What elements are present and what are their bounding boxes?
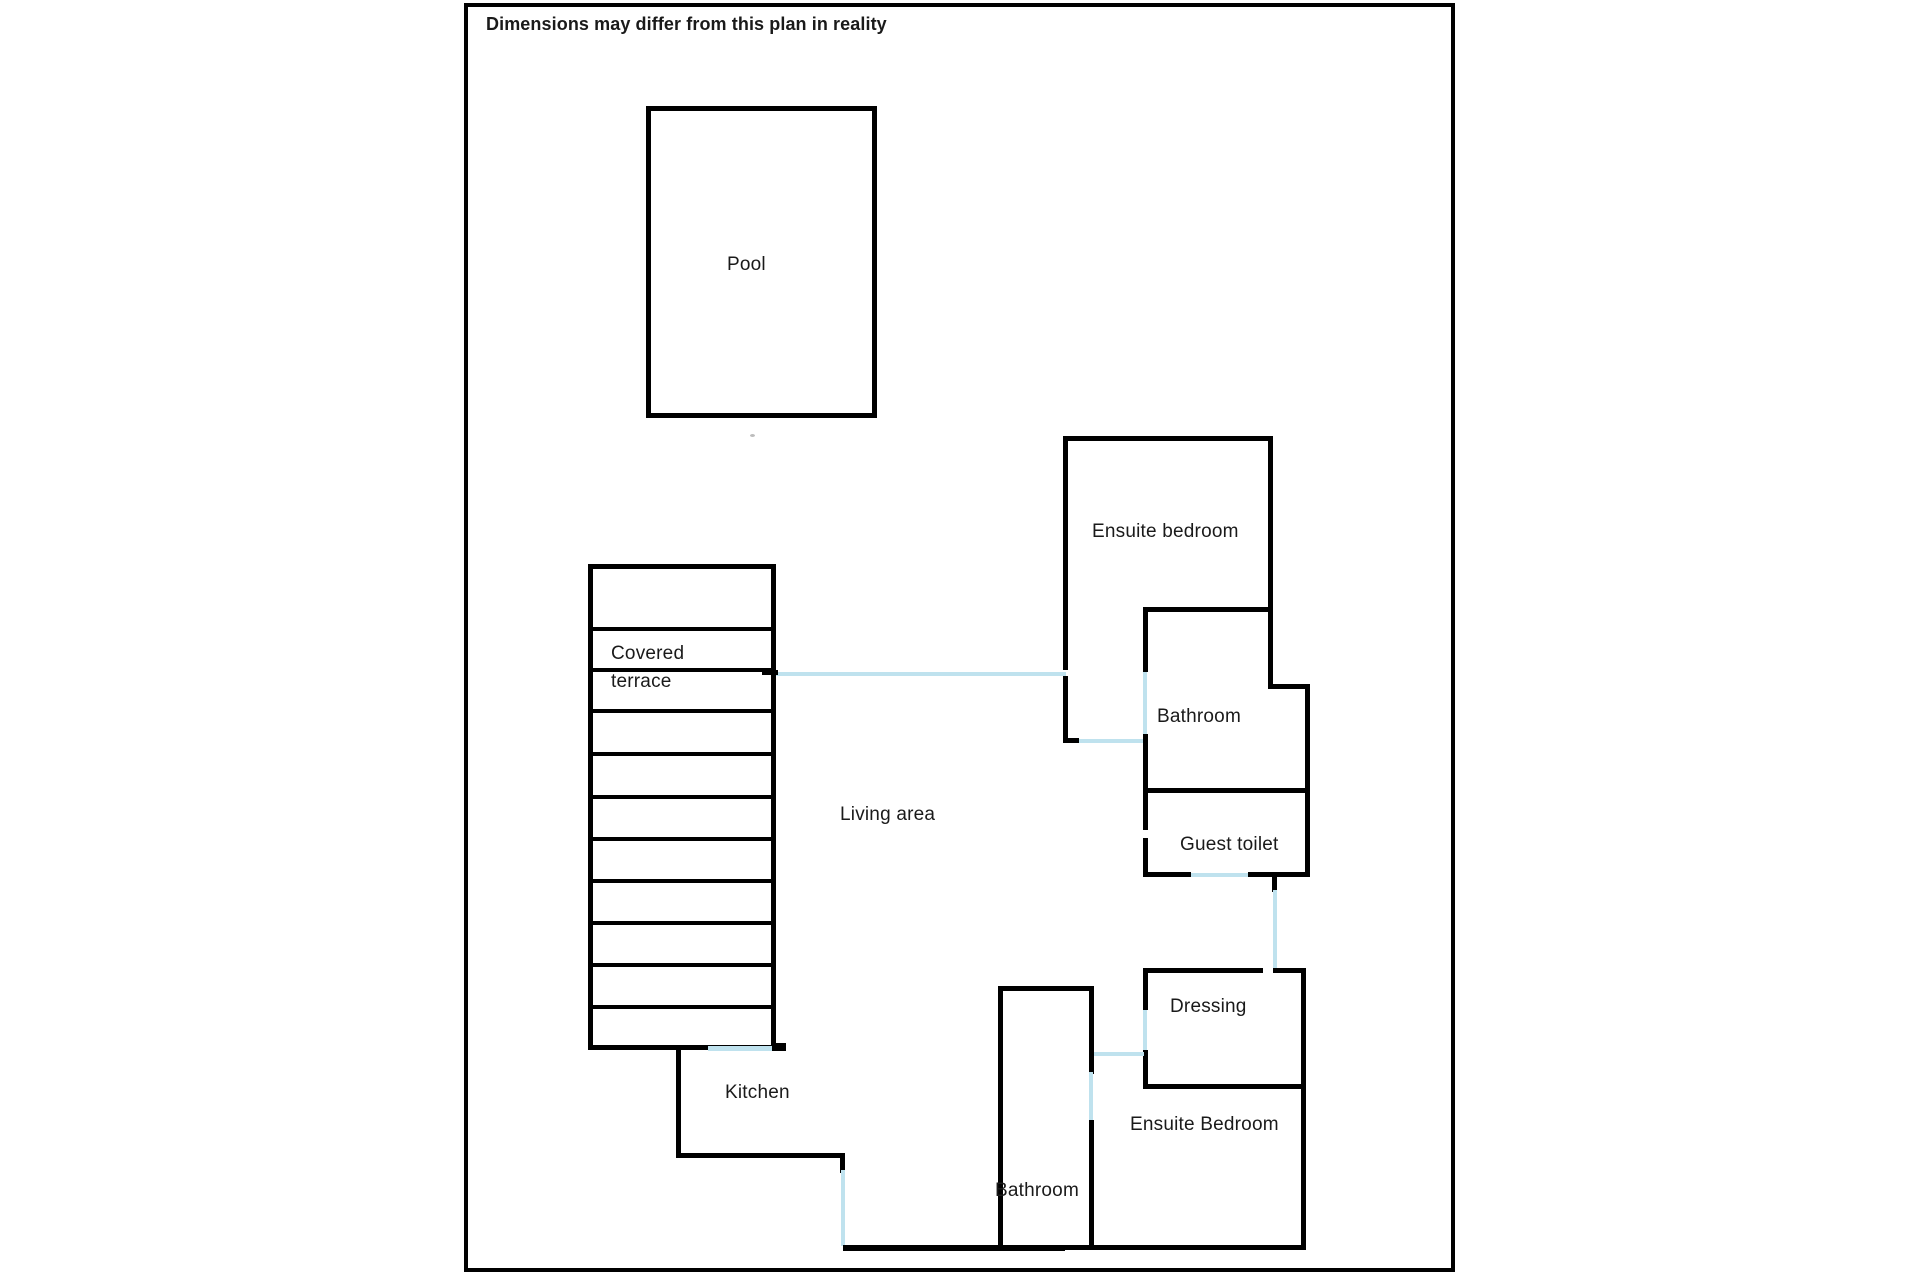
guest-toilet-wall-left-upper xyxy=(1143,788,1148,830)
pool-wall-bottom xyxy=(646,413,877,418)
kitchen-wall-top-right-stub xyxy=(772,1043,786,1051)
dressing-wall-top-right xyxy=(1273,968,1305,973)
bathroom-top-wall-right-upper xyxy=(1268,607,1273,689)
bathroom-top-wall-left-upper xyxy=(1143,607,1148,672)
room-label-covered-terrace: Covered terrace xyxy=(611,640,731,696)
terrace-slat-8 xyxy=(588,921,776,925)
terrace-label-line2: terrace xyxy=(611,671,672,692)
terrace-slat-5 xyxy=(588,795,776,799)
ensuite-top-wall-left xyxy=(1063,436,1068,670)
door-terrace-to-living xyxy=(776,672,1066,676)
room-label-living-area: Living area xyxy=(840,804,936,825)
room-label-ensuite-bedroom-bottom: Ensuite Bedroom xyxy=(1130,1114,1279,1135)
door-vestibule-bottom xyxy=(1079,739,1145,743)
room-label-guest-toilet: Guest toilet xyxy=(1180,834,1279,855)
terrace-slat-3 xyxy=(588,709,776,713)
terrace-slat-7 xyxy=(588,879,776,883)
plan-frame-border xyxy=(464,3,1455,1272)
door-bathroom-bottom-corridor-h xyxy=(1094,1052,1144,1056)
kitchen-wall-right-stub xyxy=(840,1153,845,1173)
pool-wall-top xyxy=(646,106,877,111)
kitchen-wall-top-stub xyxy=(676,1045,708,1050)
bathroom-bottom-wall-right-lower xyxy=(1089,1120,1094,1250)
guest-toilet-wall-left-lower xyxy=(1143,838,1148,876)
guest-toilet-wall-bottom-left xyxy=(1143,872,1191,877)
terrace-slat-4 xyxy=(588,752,776,756)
bathroom-bottom-wall-right-stub xyxy=(1089,1058,1094,1074)
ensuite-top-wall-top xyxy=(1063,436,1273,441)
bathroom-bottom-wall-top-right xyxy=(1038,986,1094,991)
terrace-label-line1: Covered xyxy=(611,643,685,664)
ensuite-bottom-wall-bottom xyxy=(1065,1245,1306,1250)
pool-wall-left xyxy=(646,106,651,418)
terrace-slat-10 xyxy=(588,1005,776,1009)
kitchen-wall-bottom xyxy=(676,1153,845,1158)
room-label-dressing: Dressing xyxy=(1170,996,1247,1017)
terrace-wall-right xyxy=(771,564,776,1049)
dressing-wall-right xyxy=(1301,968,1306,1088)
bathroom-bottom-wall-top-left xyxy=(998,986,1038,991)
terrace-wall-left xyxy=(588,564,593,1049)
corridor-wall-stub-vertical xyxy=(1272,872,1277,892)
dressing-wall-top xyxy=(1143,968,1263,973)
dressing-wall-bottom xyxy=(1143,1084,1306,1089)
terrace-wall-top xyxy=(588,564,776,569)
pool-wall-right xyxy=(872,106,877,418)
door-dressing-left xyxy=(1143,1010,1147,1052)
door-bathroom-top-left xyxy=(1143,672,1147,734)
terrace-slat-9 xyxy=(588,963,776,967)
bathroom-bottom-wall-right-upper xyxy=(1089,986,1094,1058)
door-corridor-vertical xyxy=(1273,890,1277,970)
bathroom-top-wall-step xyxy=(1268,684,1310,689)
door-bathroom-bottom-right xyxy=(1089,1072,1093,1122)
ensuite-bottom-wall-right xyxy=(1301,1084,1306,1250)
room-label-kitchen: Kitchen xyxy=(725,1082,790,1103)
ensuite-top-wall-bottom xyxy=(1143,607,1273,612)
terrace-slat-2 xyxy=(588,668,776,672)
dressing-wall-left-lower xyxy=(1143,1050,1148,1086)
dressing-wall-left-upper xyxy=(1143,968,1148,1010)
guest-toilet-wall-bottom-right xyxy=(1248,872,1310,877)
ensuite-top-wall-left-lower xyxy=(1063,676,1068,742)
room-label-ensuite-bedroom-top: Ensuite bedroom xyxy=(1092,521,1239,542)
bathroom-top-wall-left-lower xyxy=(1143,734,1148,791)
door-kitchen-top xyxy=(708,1046,784,1051)
bathroom-bottom-wall-left xyxy=(998,986,1003,1250)
door-kitchen-to-hall xyxy=(841,1170,845,1246)
bathroom-top-wall-bottom xyxy=(1143,788,1310,793)
plan-disclaimer-note: Dimensions may differ from this plan in … xyxy=(486,14,887,34)
hall-wall-bottom xyxy=(843,1245,1065,1251)
room-label-pool: Pool xyxy=(727,254,766,275)
terrace-slat-6 xyxy=(588,837,776,841)
room-label-bathroom-bottom: Bathroom xyxy=(995,1180,1079,1201)
door-guest-toilet-bottom xyxy=(1191,873,1248,877)
living-wall-stub-terrace-right xyxy=(762,670,778,675)
ensuite-top-wall-right xyxy=(1268,436,1273,688)
kitchen-wall-left xyxy=(676,1048,681,1158)
terrace-slat-1 xyxy=(588,627,776,631)
room-label-bathroom-top: Bathroom xyxy=(1157,706,1241,727)
vestibule-wall-bottom xyxy=(1063,738,1079,743)
pool-artifact-speck xyxy=(750,434,755,437)
guest-toilet-wall-right xyxy=(1305,788,1310,876)
bathroom-top-wall-right-lower xyxy=(1305,684,1310,791)
